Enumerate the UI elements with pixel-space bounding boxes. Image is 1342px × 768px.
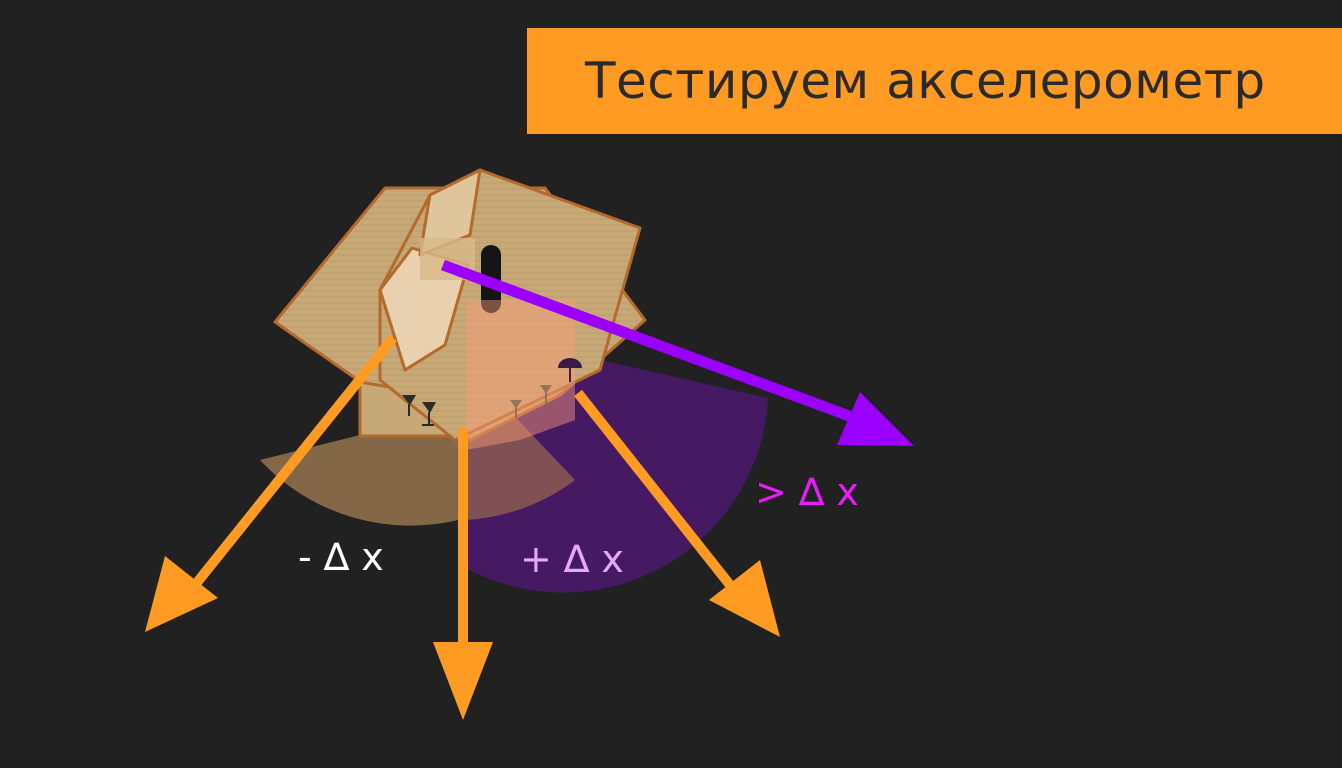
- label-positive-delta-x: + ∆ x: [520, 537, 624, 581]
- arrow-right: [574, 389, 780, 637]
- negative-sector: [260, 410, 460, 526]
- title-bar: Тестируем акселерометр: [527, 28, 1342, 134]
- slide-title: Тестируем акселерометр: [585, 52, 1266, 110]
- label-greater-delta-x: > ∆ x: [755, 470, 859, 514]
- fragile-glass-icon: [402, 395, 436, 426]
- box-icon: [378, 168, 642, 442]
- umbrella-icon: [558, 358, 582, 382]
- tilt-overlay: [466, 300, 575, 450]
- arrow-left: [145, 334, 397, 632]
- arrow-purple: [441, 259, 914, 446]
- fragile-glass-icon: [510, 385, 552, 418]
- arrow-down: [433, 428, 493, 720]
- label-negative-delta-x: - ∆ x: [298, 535, 384, 579]
